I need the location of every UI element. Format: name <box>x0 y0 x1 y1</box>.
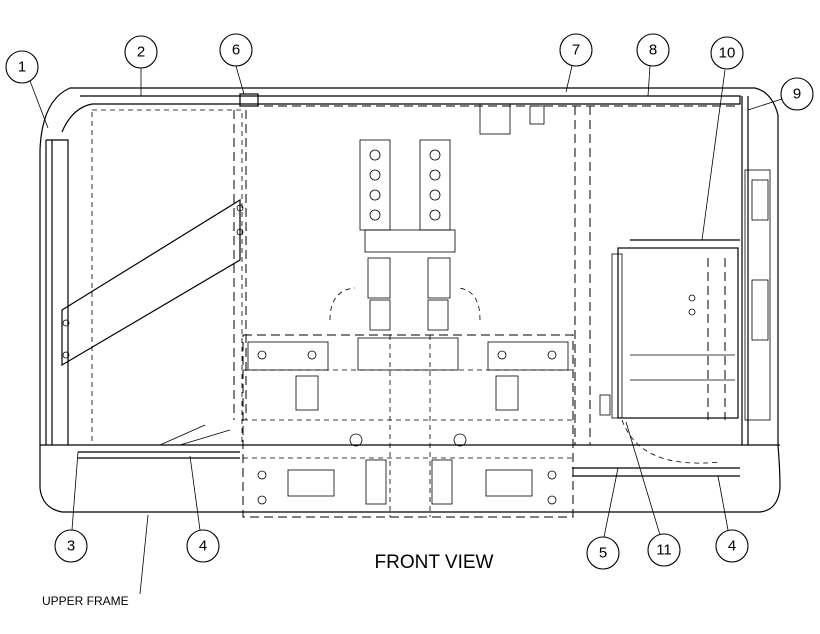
callout-8-label: 8 <box>649 42 657 59</box>
leader-lines <box>29 65 786 595</box>
callout-4-right: 4 <box>715 529 749 563</box>
callout-10: 10 <box>710 36 744 70</box>
callout-6: 6 <box>219 33 253 67</box>
top-member <box>239 93 735 135</box>
callout-8: 8 <box>636 33 670 67</box>
callout-5-label: 5 <box>599 545 607 562</box>
callout-10-label: 10 <box>719 45 736 62</box>
callout-7-label: 7 <box>572 42 580 59</box>
callout-7: 7 <box>559 33 593 67</box>
callout-9: 9 <box>780 77 814 111</box>
callout-1: 1 <box>5 50 39 84</box>
callout-3: 3 <box>54 529 88 563</box>
frame-label: UPPER FRAME <box>42 594 129 608</box>
callout-1-label: 1 <box>18 59 26 76</box>
callout-2: 2 <box>124 35 158 69</box>
callout-11: 11 <box>647 533 681 567</box>
callout-4-left-label: 4 <box>199 538 207 555</box>
right-section <box>574 106 769 464</box>
callout-9-label: 9 <box>793 86 801 103</box>
callout-3-label: 3 <box>67 538 75 555</box>
left-panel-brace <box>61 109 247 446</box>
callout-4-right-label: 4 <box>728 538 736 555</box>
base-section <box>242 334 574 518</box>
callout-6-label: 6 <box>232 42 240 59</box>
callout-11-label: 11 <box>656 542 672 559</box>
callout-5: 5 <box>586 536 620 570</box>
callout-4-left: 4 <box>186 529 220 563</box>
center-assembly <box>329 139 481 331</box>
frame-outline <box>39 87 781 513</box>
view-label: FRONT VIEW <box>375 552 494 573</box>
callout-2-label: 2 <box>137 44 145 61</box>
